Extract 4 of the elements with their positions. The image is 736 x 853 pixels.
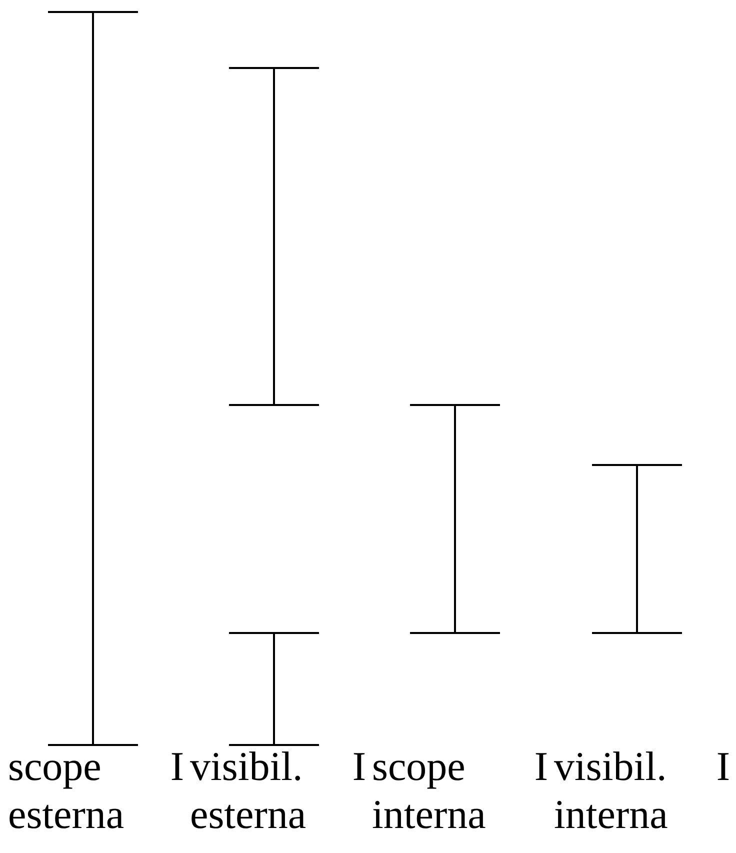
column-label: scope I interna [372, 742, 548, 838]
column-label: scope I esterna [8, 742, 184, 838]
column-label: visibil. I esterna [190, 742, 366, 838]
column-label: visibil. I interna [554, 742, 730, 838]
